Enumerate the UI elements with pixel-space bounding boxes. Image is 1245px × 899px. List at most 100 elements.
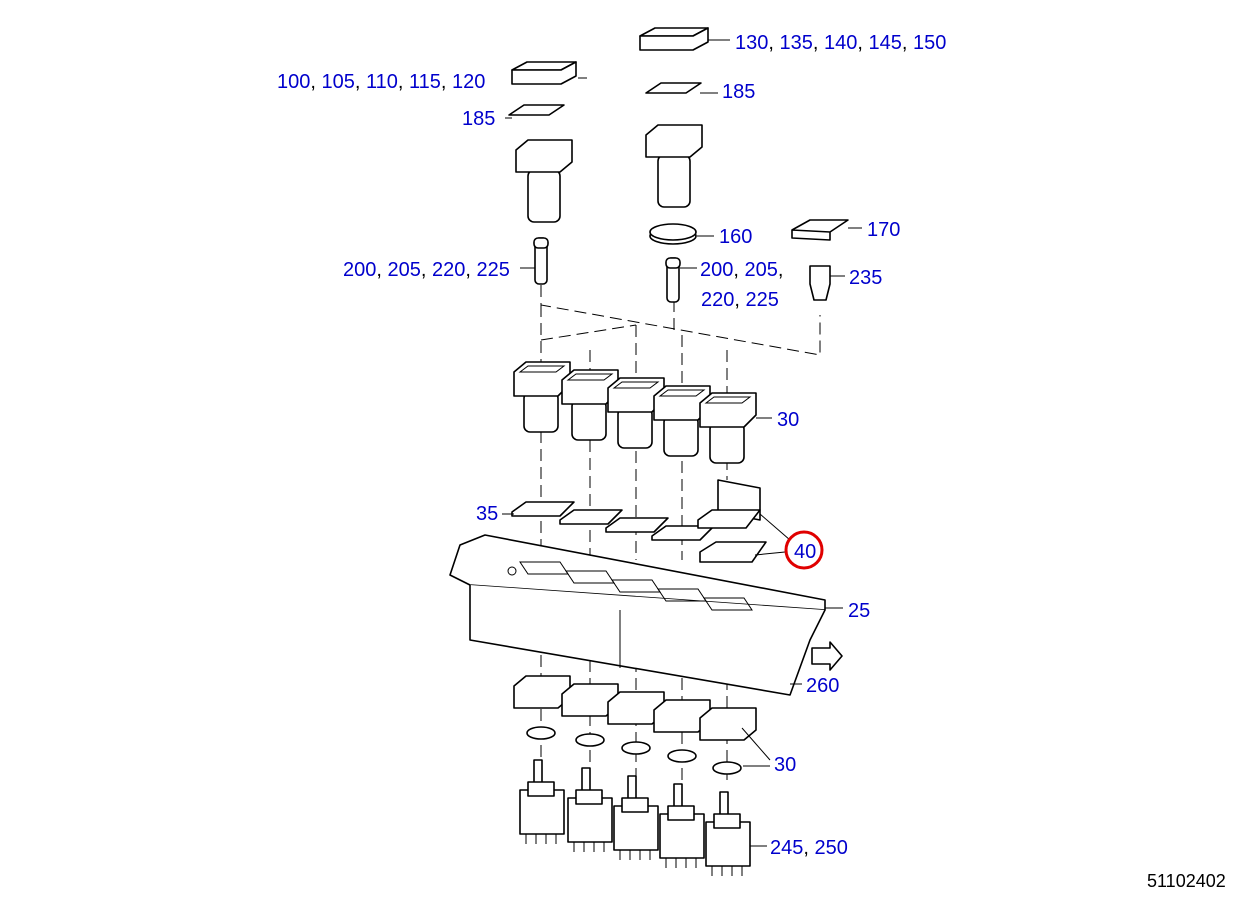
part-number-link[interactable]: 40 [794, 541, 816, 563]
button-cap-130 [639, 27, 709, 51]
cover-base [699, 541, 767, 563]
button-cap-100 [511, 61, 577, 85]
nut-2 [575, 733, 605, 747]
part-number-link[interactable]: 205 [388, 259, 421, 281]
plunger-left [515, 139, 573, 223]
part-number-link[interactable]: 250 [815, 837, 848, 859]
panel-hole [507, 566, 517, 576]
part-number-link[interactable]: 135 [780, 32, 813, 54]
switch-bushing [621, 797, 649, 813]
part-number-link[interactable]: 220 [432, 259, 465, 281]
part-number-link[interactable]: 185 [722, 81, 755, 103]
part-label-holder-30-bottom: 30 [774, 754, 796, 776]
part-number-link[interactable]: 30 [777, 409, 799, 431]
part-number-link[interactable]: 225 [477, 259, 510, 281]
holder-body [523, 391, 559, 433]
part-label-holder-30-top: 30 [777, 409, 799, 431]
part-number-link[interactable]: 30 [774, 754, 796, 776]
part-number-link[interactable]: 115 [409, 71, 441, 93]
part-label-lens-185-left: 185 [462, 108, 495, 130]
alignment-line [540, 324, 637, 341]
leader-line [754, 551, 786, 556]
panel-slot-5 [703, 597, 753, 611]
part-label-lens-185-right: 185 [722, 81, 755, 103]
gasket-3 [605, 517, 669, 533]
part-number-link[interactable]: 260 [806, 675, 839, 697]
nut-3 [621, 741, 651, 755]
bulb-right [665, 257, 681, 303]
toggle-switch-4 [659, 783, 705, 868]
part-number-link[interactable]: 200 [343, 259, 376, 281]
part-number-link[interactable]: 160 [719, 226, 752, 248]
switch-body [567, 797, 613, 843]
part-number-link[interactable]: 110 [366, 71, 398, 93]
ring-160-top [649, 223, 697, 241]
part-number-link[interactable]: 130 [735, 32, 768, 54]
separator: , [768, 32, 779, 54]
part-number-link[interactable]: 235 [849, 267, 882, 289]
separator: , [813, 32, 824, 54]
part-label-plug-235: 235 [849, 267, 882, 289]
bottom-holder-5 [699, 707, 757, 741]
gasket-2 [559, 509, 623, 525]
lamp-holder-3 [607, 377, 665, 449]
part-label-bulb-200-right-b: 220, 225 [701, 289, 779, 311]
part-label-cover-40: 40 [794, 541, 816, 563]
holder-opening [518, 365, 566, 373]
gasket-1 [511, 501, 575, 517]
holder-opening [612, 381, 660, 389]
part-number-link[interactable]: 100 [277, 71, 310, 93]
holder-opening [566, 373, 614, 381]
plug-235 [809, 265, 831, 301]
nut-5 [712, 761, 742, 775]
part-number-link[interactable]: 170 [867, 219, 900, 241]
part-label-ring-160: 160 [719, 226, 752, 248]
part-number-link[interactable]: 205 [745, 259, 778, 281]
part-number-link[interactable]: 120 [452, 71, 485, 93]
highlight-circle [784, 530, 824, 570]
separator: , [441, 71, 452, 93]
separator: , [398, 71, 409, 93]
switch-bushing [575, 789, 603, 805]
part-number-link[interactable]: 245 [770, 837, 803, 859]
switch-bushing [527, 781, 555, 797]
part-number-link[interactable]: 35 [476, 503, 498, 525]
part-number-link[interactable]: 145 [869, 32, 902, 54]
bulb-base [533, 237, 549, 249]
part-number-link[interactable]: 25 [848, 600, 870, 622]
part-number-link[interactable]: 105 [322, 71, 355, 93]
part-label-bulb-200-right-a: 200, 205, [700, 259, 783, 281]
part-label-switch-245: 245, 250 [770, 837, 848, 859]
separator: , [778, 259, 784, 281]
part-number-link[interactable]: 220 [701, 289, 734, 311]
leader-line [759, 513, 791, 541]
holder-opening [658, 389, 706, 397]
plunger-head [515, 139, 573, 173]
part-label-cap-170: 170 [867, 219, 900, 241]
plunger-right [645, 124, 703, 208]
lens-185-left [508, 104, 565, 116]
part-number-link[interactable]: 200 [700, 259, 733, 281]
holder [699, 707, 757, 741]
bulb-base [665, 257, 681, 269]
bulb-left [533, 237, 549, 285]
holder-body [663, 415, 699, 457]
part-number-link[interactable]: 225 [746, 289, 779, 311]
switch-panel [449, 534, 826, 696]
lamp-holder-1 [513, 361, 571, 433]
separator: , [857, 32, 868, 54]
nut-1 [526, 726, 556, 740]
part-number-link[interactable]: 185 [462, 108, 495, 130]
separator: , [465, 259, 476, 281]
switch-body [519, 789, 565, 835]
separator: , [376, 259, 387, 281]
leader-line [741, 727, 771, 761]
plunger-body [657, 154, 691, 208]
part-number-link[interactable]: 140 [824, 32, 857, 54]
toggle-switch-3 [613, 775, 659, 860]
switch-body [613, 805, 659, 851]
panel-body [469, 585, 826, 696]
part-number-link[interactable]: 150 [913, 32, 946, 54]
